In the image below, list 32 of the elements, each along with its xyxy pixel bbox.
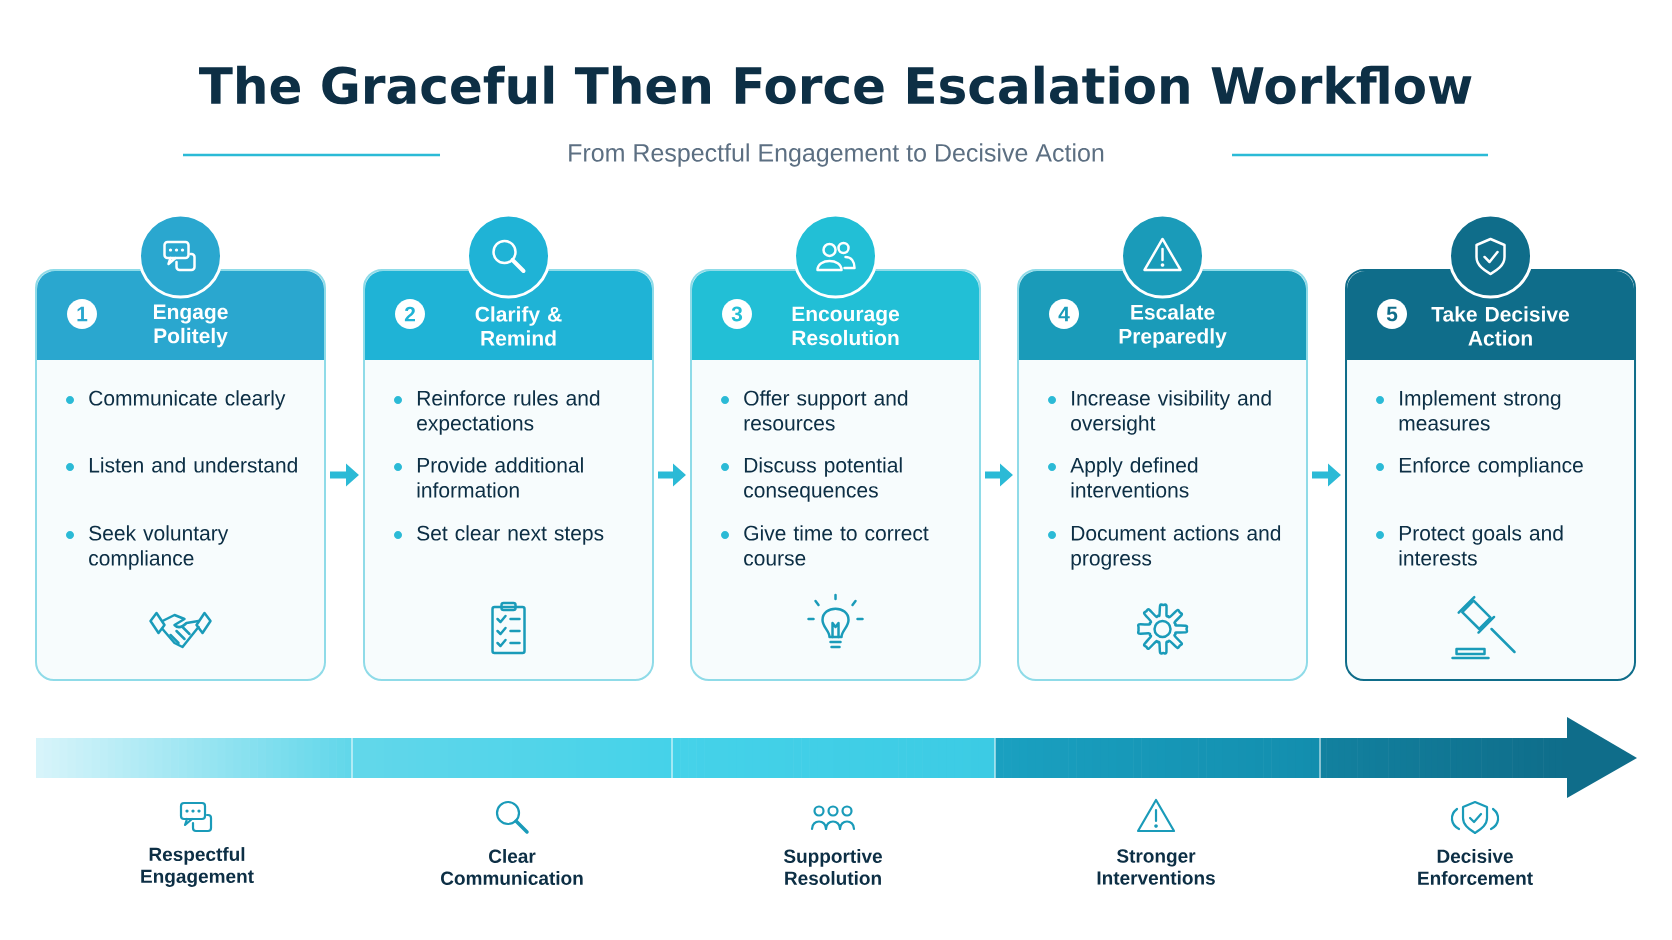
bullet-item: Offer support and resources <box>721 390 908 431</box>
bullet-item: Communicate clearly <box>66 390 286 410</box>
bullet-item: Listen and understand <box>66 457 297 473</box>
bullet-item: Reinforce rules and expectations <box>394 390 600 435</box>
bullet-item: Discuss potential consequences <box>721 457 902 502</box>
stage-label: Stronger Interventions <box>1097 849 1215 885</box>
stage-label: Supportive Resolution <box>783 849 882 885</box>
bullet-item: Increase visibility and oversight <box>1048 390 1271 435</box>
step-number: 5 <box>1377 299 1407 329</box>
step-title: Clarify & Remind <box>475 306 562 346</box>
stage-label: Respectful Engagement <box>141 847 254 887</box>
bullet-item: Set clear next steps <box>394 525 604 545</box>
bullet-item: Apply defined interventions <box>1048 457 1198 498</box>
bullet-item: Protect goals and interests <box>1376 525 1563 566</box>
bullet-item: Implement strong measures <box>1376 390 1561 431</box>
bullet-item: Provide additional information <box>394 457 583 498</box>
step-number: 3 <box>722 299 752 329</box>
step-title: Engage Politely <box>154 304 228 348</box>
step-number: 4 <box>1049 299 1079 329</box>
bullet-item: Seek voluntary compliance <box>66 525 229 570</box>
stage-label: Clear Communication <box>441 849 583 885</box>
step-title: Take Decisive Action <box>1431 306 1570 346</box>
subtitle: From Respectful Engagement to Decisive Action <box>569 143 1104 167</box>
step-number: 1 <box>67 299 97 329</box>
bullet-item: Give time to correct course <box>721 525 929 566</box>
bullet-item: Document actions and progress <box>1048 525 1281 570</box>
title: The Graceful Then Force Escalation Workflow <box>199 65 1472 105</box>
stage-label: Decisive Enforcement <box>1418 849 1533 885</box>
step-title: Encourage Resolution <box>792 306 900 346</box>
step-title: Escalate Preparedly <box>1119 304 1227 348</box>
step-number: 2 <box>395 299 425 329</box>
bullet-item: Enforce compliance <box>1376 457 1583 477</box>
